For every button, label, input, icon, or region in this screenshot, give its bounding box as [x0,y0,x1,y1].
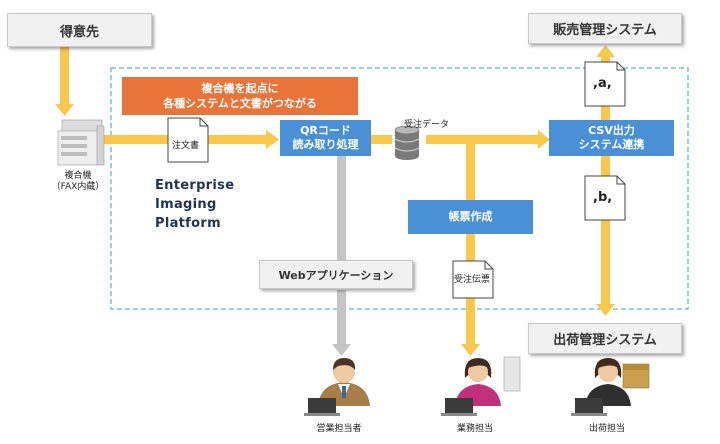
platform-line-2: Imaging [155,197,217,212]
order-slip-label: 受注伝票 [454,275,491,285]
qr-process-line-1: QRコード [300,124,351,137]
platform-name: Enterprise Imaging Platform [155,176,234,233]
csv-process-line-2: システム連携 [578,138,645,151]
platform-line-1: Enterprise [155,178,235,193]
shipping-staff-person-icon [571,358,650,416]
form-creation-process-box: 帳票作成 [408,200,533,234]
order-slip-document-icon [452,260,494,299]
banner-line-2: 各種システムと文書がつながる [163,97,317,110]
business-staff-person-icon [441,356,521,416]
shipping-staff-label: 出荷担当 [588,424,625,434]
csv-process-line-1: CSV出力 [588,124,635,137]
mfp-label-line-1: 複合機 [64,171,92,181]
arrow-csv-to-shipping-system [596,156,615,316]
platform-line-3: Platform [155,216,221,231]
qr-process-line-2: 読み取り処理 [292,138,359,151]
sales-management-system-box: 販売管理システム [528,13,682,44]
arrow-customer-to-mfp [55,46,74,116]
document-b-label: ,b, [593,190,613,205]
web-application-box: Webアプリケーション [259,260,413,289]
multifunction-printer-icon [57,119,105,166]
sales-staff-label: 営業担当者 [316,424,362,434]
document-a-label: ,a, [593,76,612,91]
document-b-icon [584,175,626,221]
qr-code-process-box: QRコード 読み取り処理 [280,120,371,156]
shipping-management-system-box: 出荷管理システム [528,323,682,354]
platform-boundary [110,67,689,310]
customer-box: 得意先 [7,13,152,47]
business-staff-label: 業務担当 [456,424,493,434]
arrow-to-business-staff [461,144,480,356]
order-data-label: 受注データ [404,120,450,130]
concept-banner: 複合機を起点に 各種システムと文書がつながる [122,77,358,115]
order-document-label: 注文書 [172,141,200,151]
mfp-label-line-2: （FAX内蔵） [51,182,105,192]
document-a-icon [584,61,626,107]
banner-line-1: 複合機を起点に [201,82,279,95]
database-icon [394,125,420,160]
order-document-icon [167,117,209,163]
sales-staff-person-icon [304,358,370,416]
arrow-qr-to-csv [370,130,550,149]
csv-output-process-box: CSV出力 システム連携 [549,120,674,156]
arrow-to-sales-staff [332,156,351,356]
mfp-label: 複合機 （FAX内蔵） [48,171,108,193]
